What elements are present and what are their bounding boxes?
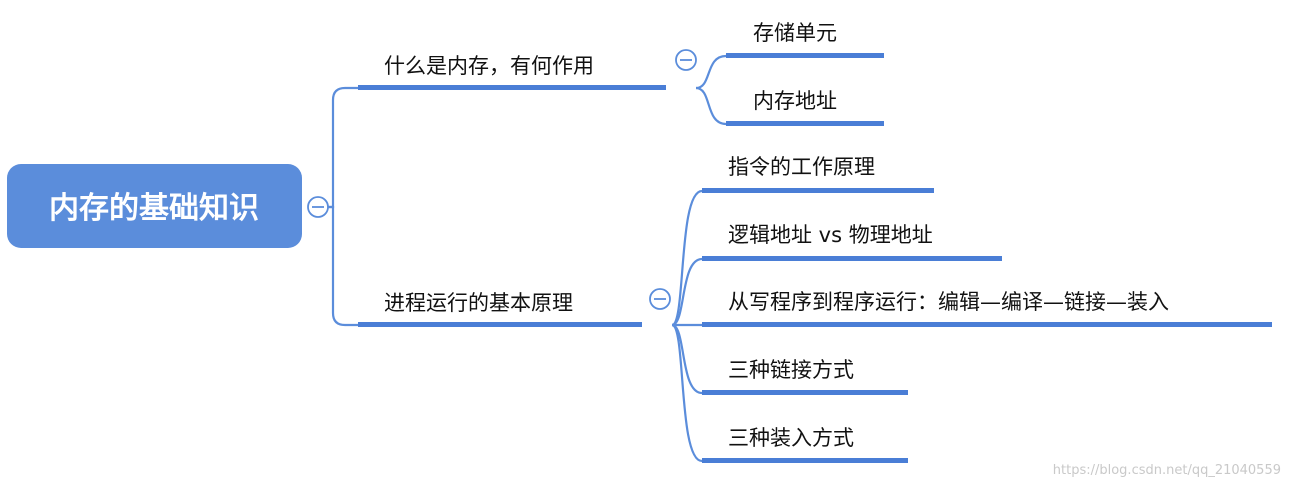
leaf-underline <box>702 188 934 193</box>
leaf-node-program-lifecycle[interactable]: 从写程序到程序运行：编辑—编译—链接—装入 <box>702 290 1272 327</box>
leaf-underline <box>702 390 908 395</box>
connector-branch-2-child-5 <box>671 323 703 463</box>
branch-2-label: 进程运行的基本原理 <box>384 291 573 315</box>
connector-branch-2-child-1 <box>671 189 703 327</box>
branch-1-underline <box>358 85 666 90</box>
connector-root-branch-1 <box>318 86 360 209</box>
leaf-node-linking-methods[interactable]: 三种链接方式 <box>702 358 908 395</box>
leaf-label: 内存地址 <box>753 89 837 113</box>
branch-node-2[interactable]: 进程运行的基本原理 <box>358 291 642 327</box>
leaf-label: 三种装入方式 <box>728 426 854 450</box>
branch-2-underline <box>358 322 642 327</box>
root-collapse-toggle[interactable] <box>307 196 329 218</box>
leaf-node-storage-unit[interactable]: 存储单元 <box>726 21 884 58</box>
connector-branch-1-child-1 <box>695 54 727 90</box>
branch-node-1[interactable]: 什么是内存，有何作用 <box>358 54 666 90</box>
leaf-underline <box>702 322 1272 327</box>
branch-2-collapse-toggle[interactable] <box>649 288 671 310</box>
root-node-box <box>7 164 302 248</box>
leaf-underline <box>702 256 1002 261</box>
leaf-node-instruction-principle[interactable]: 指令的工作原理 <box>702 155 934 193</box>
leaf-label: 存储单元 <box>753 21 837 45</box>
leaf-node-loading-methods[interactable]: 三种装入方式 <box>702 426 908 463</box>
leaf-node-memory-address[interactable]: 内存地址 <box>726 89 884 126</box>
leaf-underline <box>702 458 908 463</box>
leaf-label: 逻辑地址 vs 物理地址 <box>728 223 933 247</box>
leaf-underline <box>726 53 884 58</box>
leaf-underline <box>726 121 884 126</box>
connector-root-branch-2 <box>318 205 360 327</box>
connector-branch-1-child-2 <box>695 86 727 126</box>
branch-1-label: 什么是内存，有何作用 <box>384 54 594 78</box>
leaf-label: 三种链接方式 <box>728 358 854 382</box>
leaf-node-logical-vs-physical[interactable]: 逻辑地址 vs 物理地址 <box>702 223 1002 261</box>
connector-branch-2-child-2 <box>671 257 703 327</box>
watermark-text: https://blog.csdn.net/qq_21040559 <box>1053 463 1281 478</box>
leaf-label: 从写程序到程序运行：编辑—编译—链接—装入 <box>728 290 1169 314</box>
branch-1-collapse-toggle[interactable] <box>675 49 697 71</box>
root-node[interactable]: 内存的基础知识 <box>7 164 302 248</box>
root-node-label: 内存的基础知识 <box>49 191 259 226</box>
leaf-label: 指令的工作原理 <box>728 155 875 179</box>
